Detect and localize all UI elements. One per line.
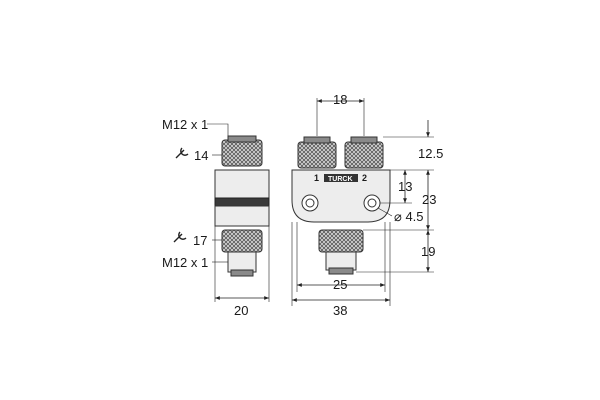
- port-2-label: 2: [362, 173, 367, 183]
- right-top-nut-2: [344, 141, 384, 169]
- mounting-hole-1-inner: [305, 198, 315, 208]
- left-body-upper: [214, 169, 270, 199]
- mounting-hole-2-inner: [367, 198, 377, 208]
- port-1-label: 1: [314, 173, 319, 183]
- left-body-band: [214, 197, 270, 207]
- left-wrench-top-label: 14: [194, 148, 208, 163]
- left-width-label: 20: [234, 303, 248, 318]
- left-bottom-thread: [227, 251, 257, 273]
- wrench-icon: [173, 231, 187, 243]
- wrench-icon: [175, 147, 189, 159]
- height-mid-label: 13: [398, 179, 412, 194]
- width-total-label: 38: [333, 303, 347, 318]
- right-bottom-tip: [328, 267, 354, 275]
- left-body-lower: [214, 205, 270, 227]
- left-thread-top-label: M12 x 1: [162, 117, 208, 132]
- hole-diameter-label: ⌀ 4.5: [394, 209, 424, 224]
- right-top-ring-2: [350, 136, 378, 144]
- left-top-ring: [227, 135, 257, 143]
- width-inner-label: 25: [333, 277, 347, 292]
- right-bottom-nut: [318, 229, 364, 253]
- right-top-nut-1: [297, 141, 337, 169]
- left-bottom-nut: [221, 229, 263, 253]
- spacing-top-label: 18: [333, 92, 347, 107]
- right-bottom-thread: [325, 251, 357, 271]
- left-top-nut: [221, 139, 263, 167]
- height-body-label: 23: [422, 192, 436, 207]
- height-bottom-label: 19: [421, 244, 435, 259]
- left-connector-view: M12 x 1 14 17 M12 x 1 20: [162, 117, 270, 318]
- right-body: [291, 169, 391, 223]
- right-connector-view: TURCK 1 2 18 12.5 13 23 ⌀ 4.5: [291, 92, 443, 318]
- left-wrench-bottom-label: 17: [193, 233, 207, 248]
- left-bottom-tip: [230, 269, 254, 277]
- left-thread-bottom-label: M12 x 1: [162, 255, 208, 270]
- right-top-ring-1: [303, 136, 331, 144]
- brand-label: TURCK: [328, 176, 353, 183]
- brand-plate: [324, 174, 358, 182]
- height-top-label: 12.5: [418, 146, 443, 161]
